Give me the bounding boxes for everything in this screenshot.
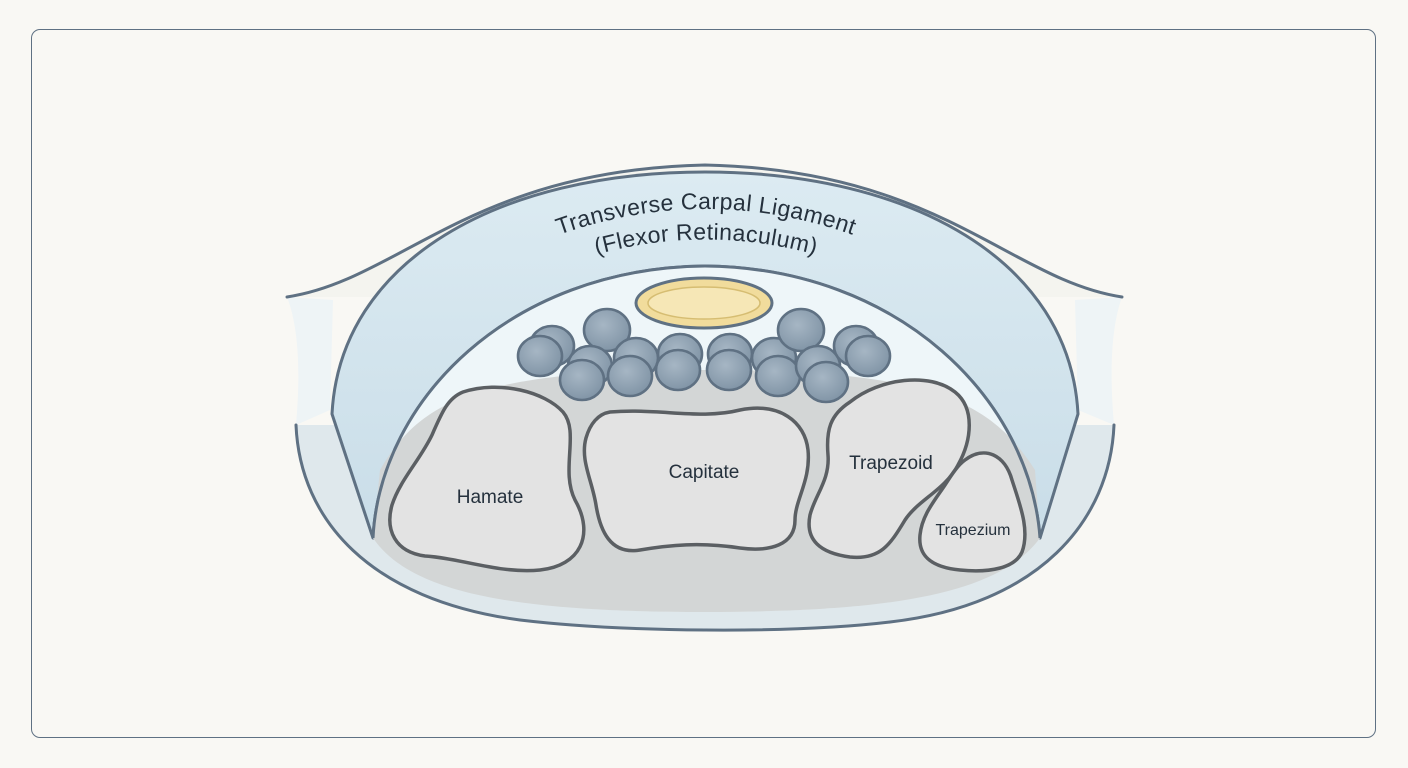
tendon [516,334,564,378]
tendon [582,307,632,353]
hamate-bone [388,385,586,573]
tendon [606,354,654,398]
soft-tissue-right [1075,297,1122,425]
soft-tissue-left [287,297,333,425]
tendon-pair-8 [832,324,892,378]
tendon-pair-6 [750,336,802,398]
tendon [654,348,702,392]
tendon [802,360,850,404]
trapezoid-bone [807,378,971,560]
trapezoid-label: Trapezoid [849,453,933,474]
trapezium-bone [918,451,1027,573]
tendon [754,354,802,398]
hamate-label: Hamate [457,487,524,508]
tendon-pair-4 [654,332,704,392]
tendon-pair-5 [705,332,754,392]
tendon-pair-7 [794,344,850,404]
flexor-tendons [516,307,892,404]
tendon-pair-3 [606,336,660,398]
trapezium-label: Trapezium [936,522,1011,539]
tendon [705,348,753,392]
tendon [558,358,606,402]
capitate-label: Capitate [669,462,740,483]
tunnel-inner-outline [371,264,1042,539]
capitate-bone [582,406,811,553]
tendon [776,307,826,353]
tendon-pair-2 [558,344,614,402]
tendon-pair-1 [516,324,576,378]
median-nerve-core [647,286,761,320]
tendon [844,334,892,378]
